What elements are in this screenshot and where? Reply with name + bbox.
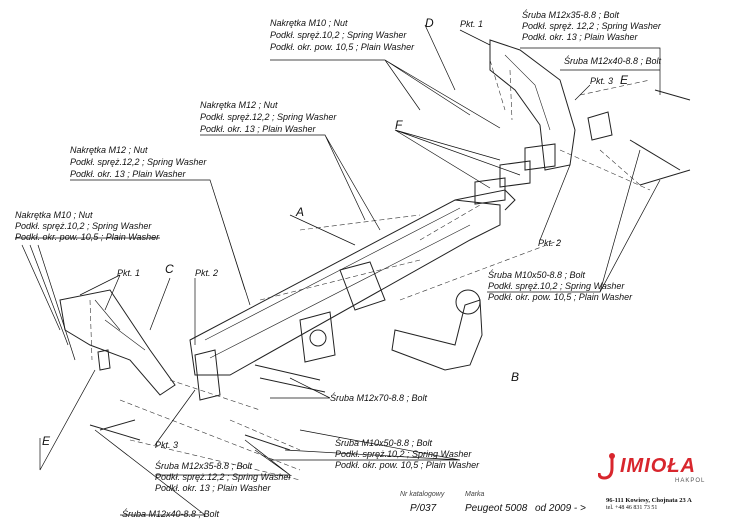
letter-d: D	[425, 16, 434, 30]
towball-b	[391, 299, 483, 371]
label-bolt-m12x70: Śruba M12x70-8.8 ; Bolt	[330, 393, 428, 403]
point-2-right: Pkt. 2	[538, 238, 562, 248]
socket-plate	[299, 311, 336, 363]
label-bottom-bolt-m12x35-line2: Podkł. spręż.12,2 ; Spring Washer	[155, 472, 292, 482]
label-bottom-bolt-m12x35-line1: Śruba M12x35-8.8 ; Bolt	[155, 461, 253, 471]
label-top-nut-m10-line3: Podkł. okr. pow. 10,5 ; Plain Washer	[270, 42, 415, 52]
label-top-bolt-m12x40: Śruba M12x40-8.8 ; Bolt	[564, 56, 662, 66]
label-top-nut-m10-line1: Nakrętka M10 ; Nut	[270, 18, 348, 28]
letter-c: C	[165, 262, 174, 276]
brand-name: IMIOŁA	[620, 455, 696, 477]
label-left-nut-m12-line3: Podkł. okr. 13 ; Plain Washer	[70, 169, 186, 179]
brand-hook-icon	[598, 453, 615, 480]
label-left-nut-m10-line1: Nakrętka M10 ; Nut	[15, 210, 93, 220]
bracket-c	[59, 289, 176, 396]
plate-f-3	[524, 143, 556, 171]
label-bottom-bolt-m12x35-line3: Podkł. okr. 13 ; Plain Washer	[155, 483, 271, 493]
label-bottom-bolt-m10x50-line3: Podkł. okr. pow. 10,5 ; Plain Washer	[335, 460, 480, 470]
label-mid-nut-m12-line3: Podkł. okr. 13 ; Plain Washer	[200, 124, 316, 134]
plate-f-2	[499, 160, 531, 188]
label-mid-nut-m12-line1: Nakrętka M12 ; Nut	[200, 100, 278, 110]
footer-make-caption: Marka	[465, 491, 485, 498]
element-e-left	[97, 349, 111, 371]
label-top-bolt-m12x35-line1: Śruba M12x35-8.8 ; Bolt	[522, 10, 620, 20]
letter-e-top: E	[620, 73, 629, 87]
point-2-left: Pkt. 2	[195, 268, 219, 278]
label-bottom-bolt-m10x50-line1: Śruba M10x50-8.8 ; Bolt	[335, 438, 433, 448]
point-1-top: Pkt. 1	[460, 19, 484, 29]
footer-catalog-number: P/037	[410, 503, 437, 514]
brand-sub: HAKPOL	[675, 478, 706, 484]
label-top-nut-m10-line2: Podkł. spręż.10,2 ; Spring Washer	[270, 30, 407, 40]
footer-make: Peugeot 5008	[465, 503, 528, 514]
label-right-bolt-m10x50-line3: Podkł. okr. pow. 10,5 ; Plain Washer	[488, 292, 633, 302]
element-e-top	[587, 111, 613, 141]
label-left-nut-m12-line2: Podkł. spręż.12,2 ; Spring Washer	[70, 157, 207, 167]
footer-from-year: od 2009 - >	[535, 503, 586, 514]
letter-f: F	[395, 118, 403, 132]
label-left-nut-m10-line2: Podkł. spręż.10,2 ; Spring Washer	[15, 221, 152, 231]
point-3-bottom: Pkt. 3	[155, 440, 179, 450]
label-mid-nut-m12-line2: Podkł. spręż.12,2 ; Spring Washer	[200, 112, 337, 122]
plate-f-1	[474, 177, 506, 205]
label-right-bolt-m10x50-line1: Śruba M10x50-8.8 ; Bolt	[488, 270, 586, 280]
letter-e-left: E	[42, 434, 51, 448]
label-bottom-bolt-m12x40: Śruba M12x40-8.8 ; Bolt	[122, 509, 220, 519]
brand-tel: tel. +48 46 831 73 51	[606, 505, 658, 511]
letter-a: A	[296, 205, 305, 219]
letter-b: B	[511, 370, 520, 384]
point-3-top: Pkt. 3	[590, 76, 614, 86]
label-top-bolt-m12x35-line2: Podkł. spręż. 12,2 ; Spring Washer	[522, 21, 661, 31]
label-left-nut-m10-line3: Podkł. okr. pow. 10,5 ; Plain Washer	[15, 232, 160, 242]
footer-catalog-caption: Nr katalogowy	[400, 491, 445, 498]
label-right-bolt-m10x50-line2: Podkł. spręż.10,2 ; Spring Washer	[488, 281, 625, 291]
point-1-left: Pkt. 1	[117, 268, 141, 278]
brand-address: 96-111 Kowiesy, Chojnata 23 A	[606, 497, 692, 504]
label-bottom-bolt-m10x50-line2: Podkł. spręż.10,2 ; Spring Washer	[335, 449, 472, 459]
crossbar-a	[189, 199, 501, 376]
bracket-d	[489, 39, 576, 171]
label-left-nut-m12-line1: Nakrętka M12 ; Nut	[70, 145, 148, 155]
label-top-bolt-m12x35-line3: Podkł. okr. 13 ; Plain Washer	[522, 32, 638, 42]
